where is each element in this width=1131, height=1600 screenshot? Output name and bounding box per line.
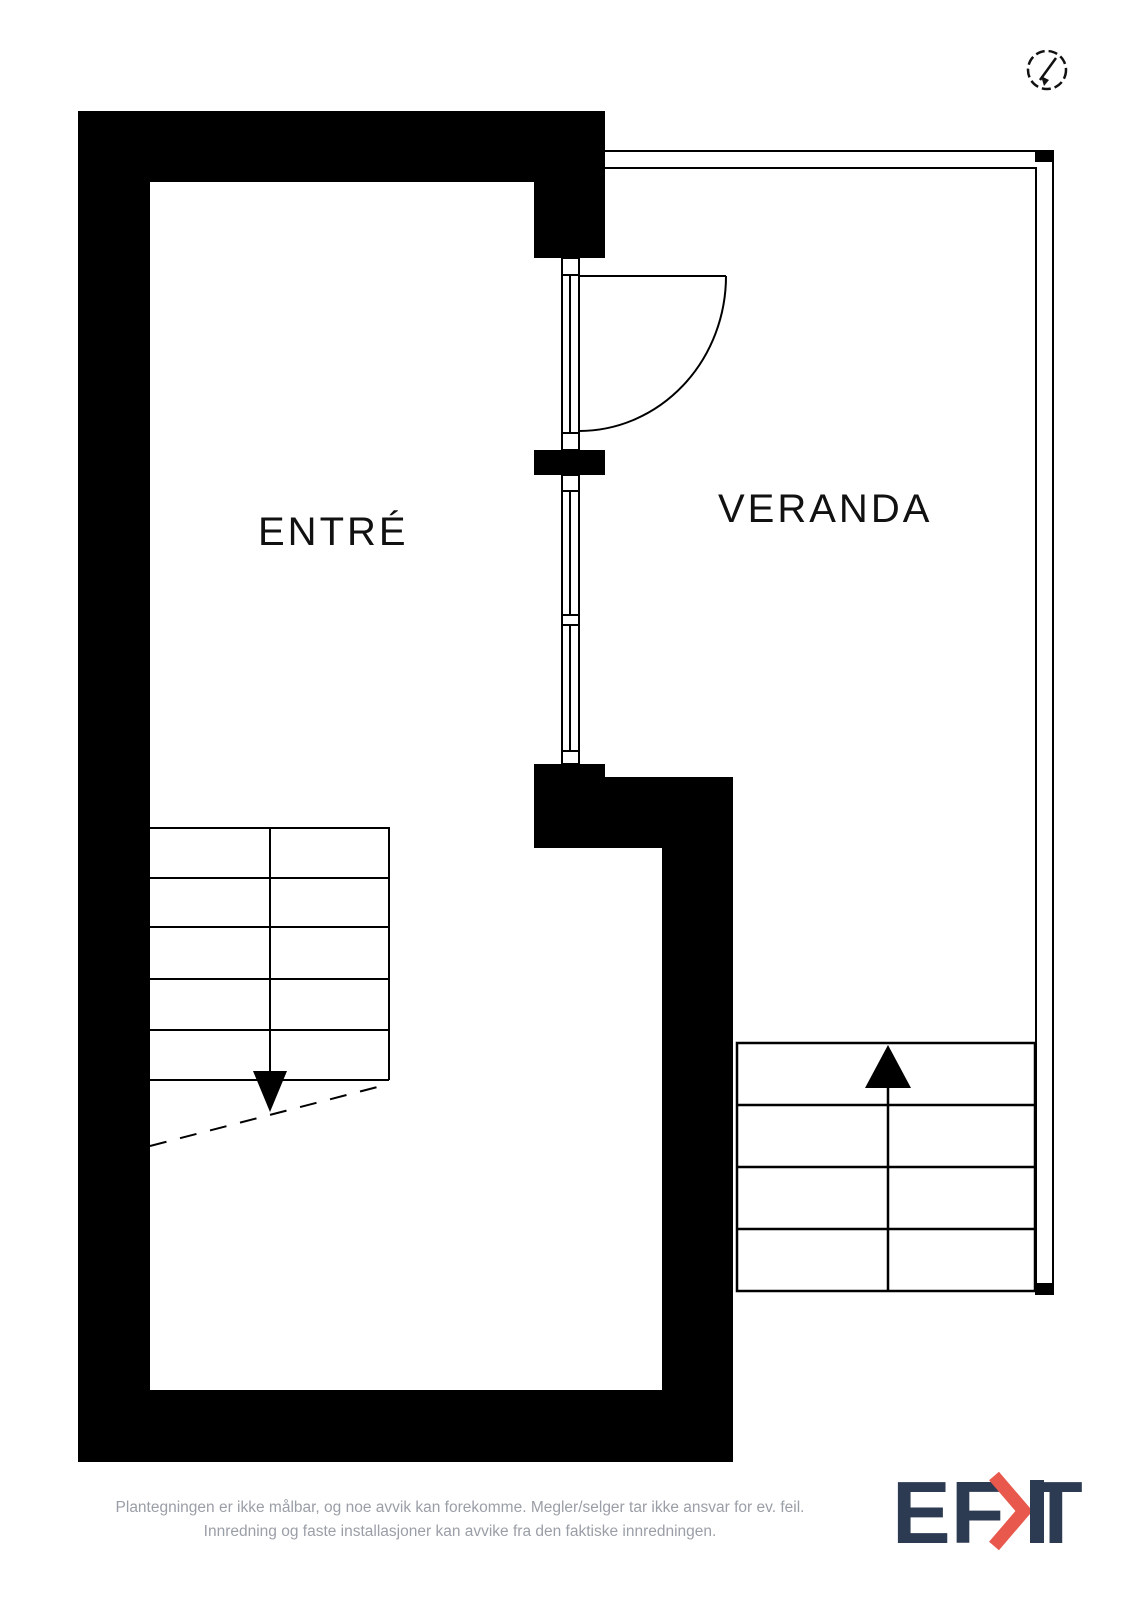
disclaimer-line-2: Innredning og faste installasjoner kan a… [203, 1523, 717, 1540]
stairs-down-arrow [253, 1071, 287, 1112]
window [561, 474, 580, 765]
entre-stairs [149, 827, 390, 1147]
wall-pillar [534, 450, 605, 475]
logo-chevron-icon [989, 1471, 1033, 1551]
veranda-stairs [735, 1041, 1037, 1293]
door-frame [561, 257, 580, 451]
disclaimer-line-1: Plantegningen er ikke målbar, og noe avv… [115, 1499, 805, 1516]
logo-k-stem [1030, 1480, 1044, 1543]
company-logo: EF T [892, 1463, 1083, 1562]
veranda-railing [605, 150, 1054, 1295]
room-label-entre: ENTRÉ [258, 510, 409, 554]
stairs-up-arrow [865, 1045, 911, 1088]
logo-letters-ef: EF [892, 1463, 1004, 1562]
disclaimer: Plantegningen er ikke målbar, og noe avv… [30, 1496, 890, 1544]
compass-icon [1026, 49, 1068, 91]
room-label-veranda: VERANDA [718, 487, 933, 531]
entre-walls [78, 111, 733, 1462]
door-swing [578, 275, 727, 432]
